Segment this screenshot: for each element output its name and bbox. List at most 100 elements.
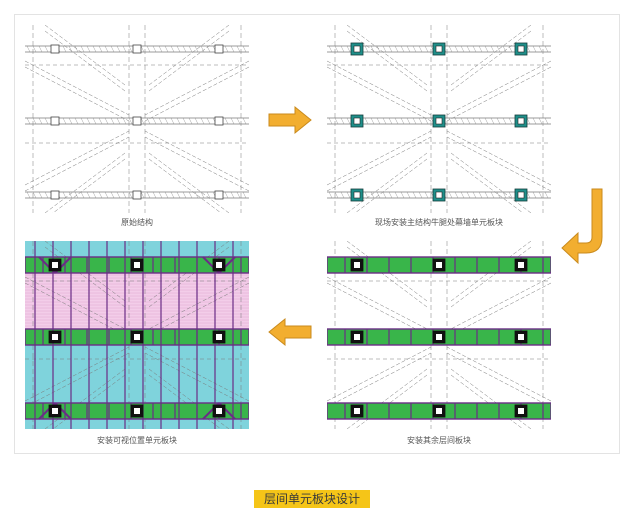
structure-grid: [25, 25, 249, 213]
beam-hatch: [460, 45, 465, 53]
brace-line: [346, 152, 428, 213]
brace-line: [446, 136, 551, 192]
beam-hatch: [140, 191, 145, 199]
beam-hatch: [242, 191, 247, 199]
beam-hatch: [140, 117, 145, 125]
beam-hatch: [158, 117, 163, 125]
beam-hatch: [236, 117, 241, 125]
column-node: [50, 190, 60, 200]
beam-hatch: [394, 117, 399, 125]
beam-hatch: [194, 191, 199, 199]
beam-hatch: [400, 117, 405, 125]
beam-hatch: [460, 117, 465, 125]
unit-node-core: [353, 117, 361, 125]
beam-hatch: [544, 191, 549, 199]
beam-hatch: [116, 117, 121, 125]
unit-node-core: [216, 334, 222, 340]
brace-line: [25, 136, 130, 192]
beam-hatch: [122, 117, 127, 125]
beam-hatch: [388, 191, 393, 199]
beam-hatch: [448, 191, 453, 199]
brace-line: [446, 66, 551, 122]
beam-hatch: [98, 45, 103, 53]
beam-hatch: [128, 45, 133, 53]
unit-node-core: [435, 45, 443, 53]
beam-hatch: [484, 117, 489, 125]
beam-hatch: [182, 117, 187, 125]
brace-line: [346, 30, 428, 92]
brace-line: [446, 282, 551, 338]
beam-hatch: [472, 117, 477, 125]
beam-hatch: [460, 191, 465, 199]
unit-nodes: [350, 258, 528, 418]
beam-hatch: [116, 191, 121, 199]
brace-line: [25, 346, 130, 402]
brace-line: [450, 368, 532, 429]
column-nodes: [50, 44, 224, 200]
beam-hatch: [538, 117, 543, 125]
brace-line: [52, 158, 126, 213]
beam-hatch: [236, 45, 241, 53]
beam-hatch: [38, 191, 43, 199]
brace-line: [148, 152, 230, 213]
unit-nodes: [48, 258, 226, 418]
beam-hatch: [544, 45, 549, 53]
brace-line: [25, 130, 130, 186]
unit-node-core: [517, 117, 525, 125]
beam-hatch: [526, 117, 531, 125]
unit-node-core: [354, 262, 360, 268]
beam-hatch: [382, 45, 387, 53]
brace-line: [354, 158, 428, 213]
panel-bracket-units: [327, 25, 551, 213]
beam-hatch: [62, 45, 67, 53]
brace-line: [148, 25, 230, 86]
brace-line: [450, 152, 532, 213]
beam-hatch: [104, 117, 109, 125]
beam-hatch: [508, 191, 513, 199]
beam-hatch: [508, 117, 513, 125]
beam-hatch: [406, 191, 411, 199]
beam-hatch: [376, 191, 381, 199]
brace-line: [446, 346, 551, 402]
brace-line: [450, 246, 532, 308]
beam-hatch: [532, 191, 537, 199]
beam-hatch: [424, 191, 429, 199]
unit-node-core: [134, 334, 140, 340]
beam-hatch: [68, 191, 73, 199]
unit-node-core: [52, 408, 58, 414]
beam-hatch: [176, 45, 181, 53]
beam-hatch: [200, 191, 205, 199]
beam-hatch: [502, 191, 507, 199]
beam-hatch: [200, 45, 205, 53]
caption-bracket-units: 现场安装主结构牛腿处幕墙单元板块: [375, 218, 503, 227]
beam-hatch: [478, 117, 483, 125]
beam-hatch: [86, 191, 91, 199]
column-node: [132, 44, 142, 54]
beam-hatch: [490, 45, 495, 53]
brace-line: [148, 158, 222, 213]
column-node: [50, 44, 60, 54]
unit-node-core: [52, 262, 58, 268]
beam-hatch: [74, 191, 79, 199]
beam-hatch: [44, 45, 49, 53]
beam-hatch: [454, 117, 459, 125]
bracket-unit-nodes: [350, 42, 528, 202]
brace-line: [44, 246, 126, 308]
beam-hatch: [382, 117, 387, 125]
brace-line: [148, 368, 230, 429]
brace-line: [144, 136, 249, 192]
column-node: [214, 190, 224, 200]
arrow-down-left-icon: [561, 188, 603, 265]
beam-hatch: [496, 45, 501, 53]
beam-hatch: [526, 45, 531, 53]
beam-hatch: [44, 117, 49, 125]
beam-hatch: [454, 191, 459, 199]
beam-hatch: [188, 191, 193, 199]
beam-hatch: [230, 117, 235, 125]
brace-line: [144, 60, 249, 116]
unit-node-core: [518, 262, 524, 268]
beam-hatch: [110, 45, 115, 53]
beam-hatch: [170, 45, 175, 53]
beam-hatch: [382, 191, 387, 199]
beam-hatch: [376, 117, 381, 125]
